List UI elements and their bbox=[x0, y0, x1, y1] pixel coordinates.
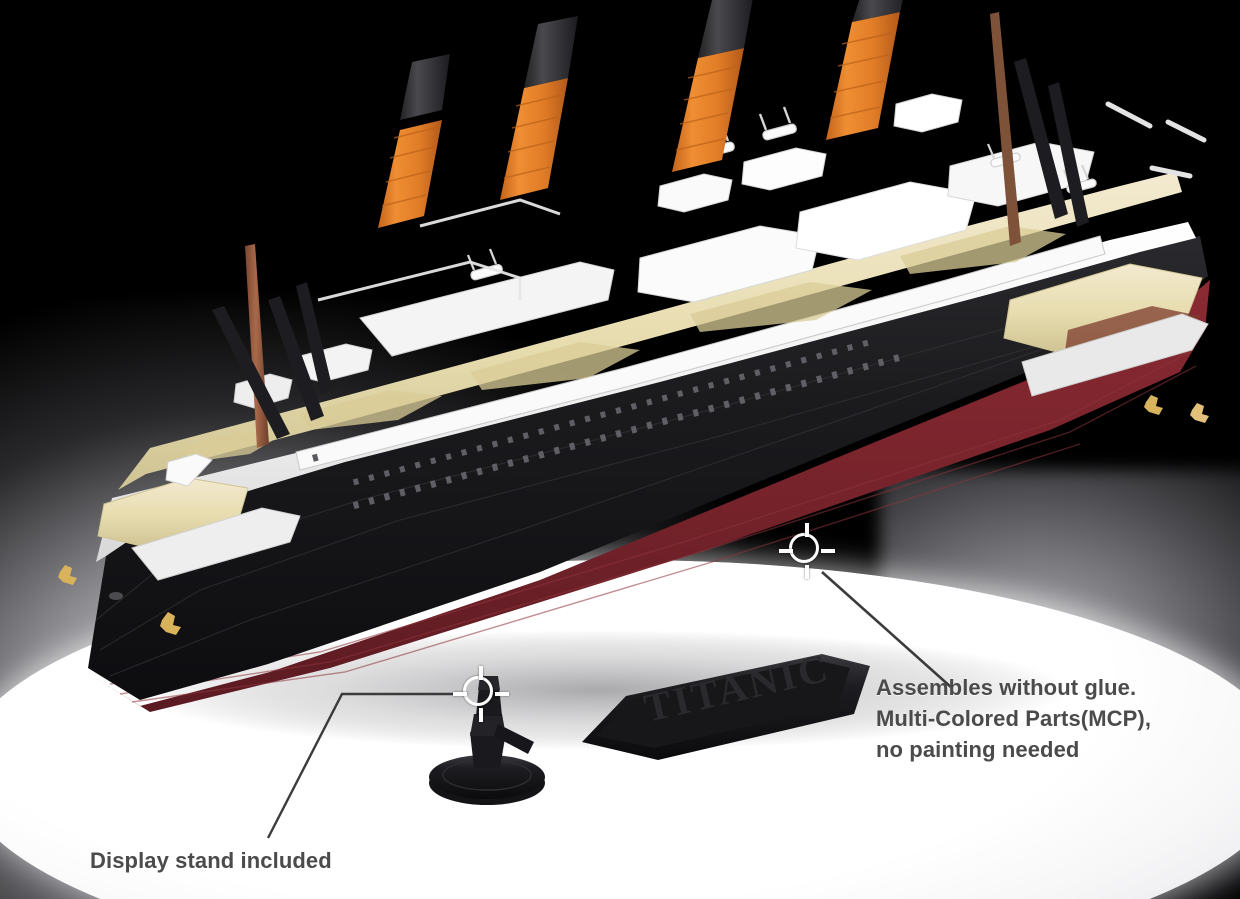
callout-label-display-stand: Display stand included bbox=[90, 848, 332, 873]
callout-label-assembly: Assembles without glue. Multi-Colored Pa… bbox=[876, 675, 1152, 762]
crosshair-tick-right-icon bbox=[821, 549, 835, 553]
callout-marker-display-stand[interactable] bbox=[452, 665, 510, 723]
crosshair-tick-right-icon bbox=[495, 692, 509, 696]
crosshair-ring-icon bbox=[463, 676, 493, 706]
crosshair-tick-left-icon bbox=[779, 549, 793, 553]
crosshair-ring-icon bbox=[789, 533, 819, 563]
crosshair-tick-up-icon bbox=[805, 523, 809, 537]
crosshair-tick-down-icon bbox=[805, 565, 809, 579]
crosshair-tick-down-icon bbox=[479, 708, 483, 722]
callout-marker-assembly[interactable] bbox=[778, 522, 836, 580]
crosshair-tick-left-icon bbox=[453, 692, 467, 696]
crosshair-tick-up-icon bbox=[479, 666, 483, 680]
